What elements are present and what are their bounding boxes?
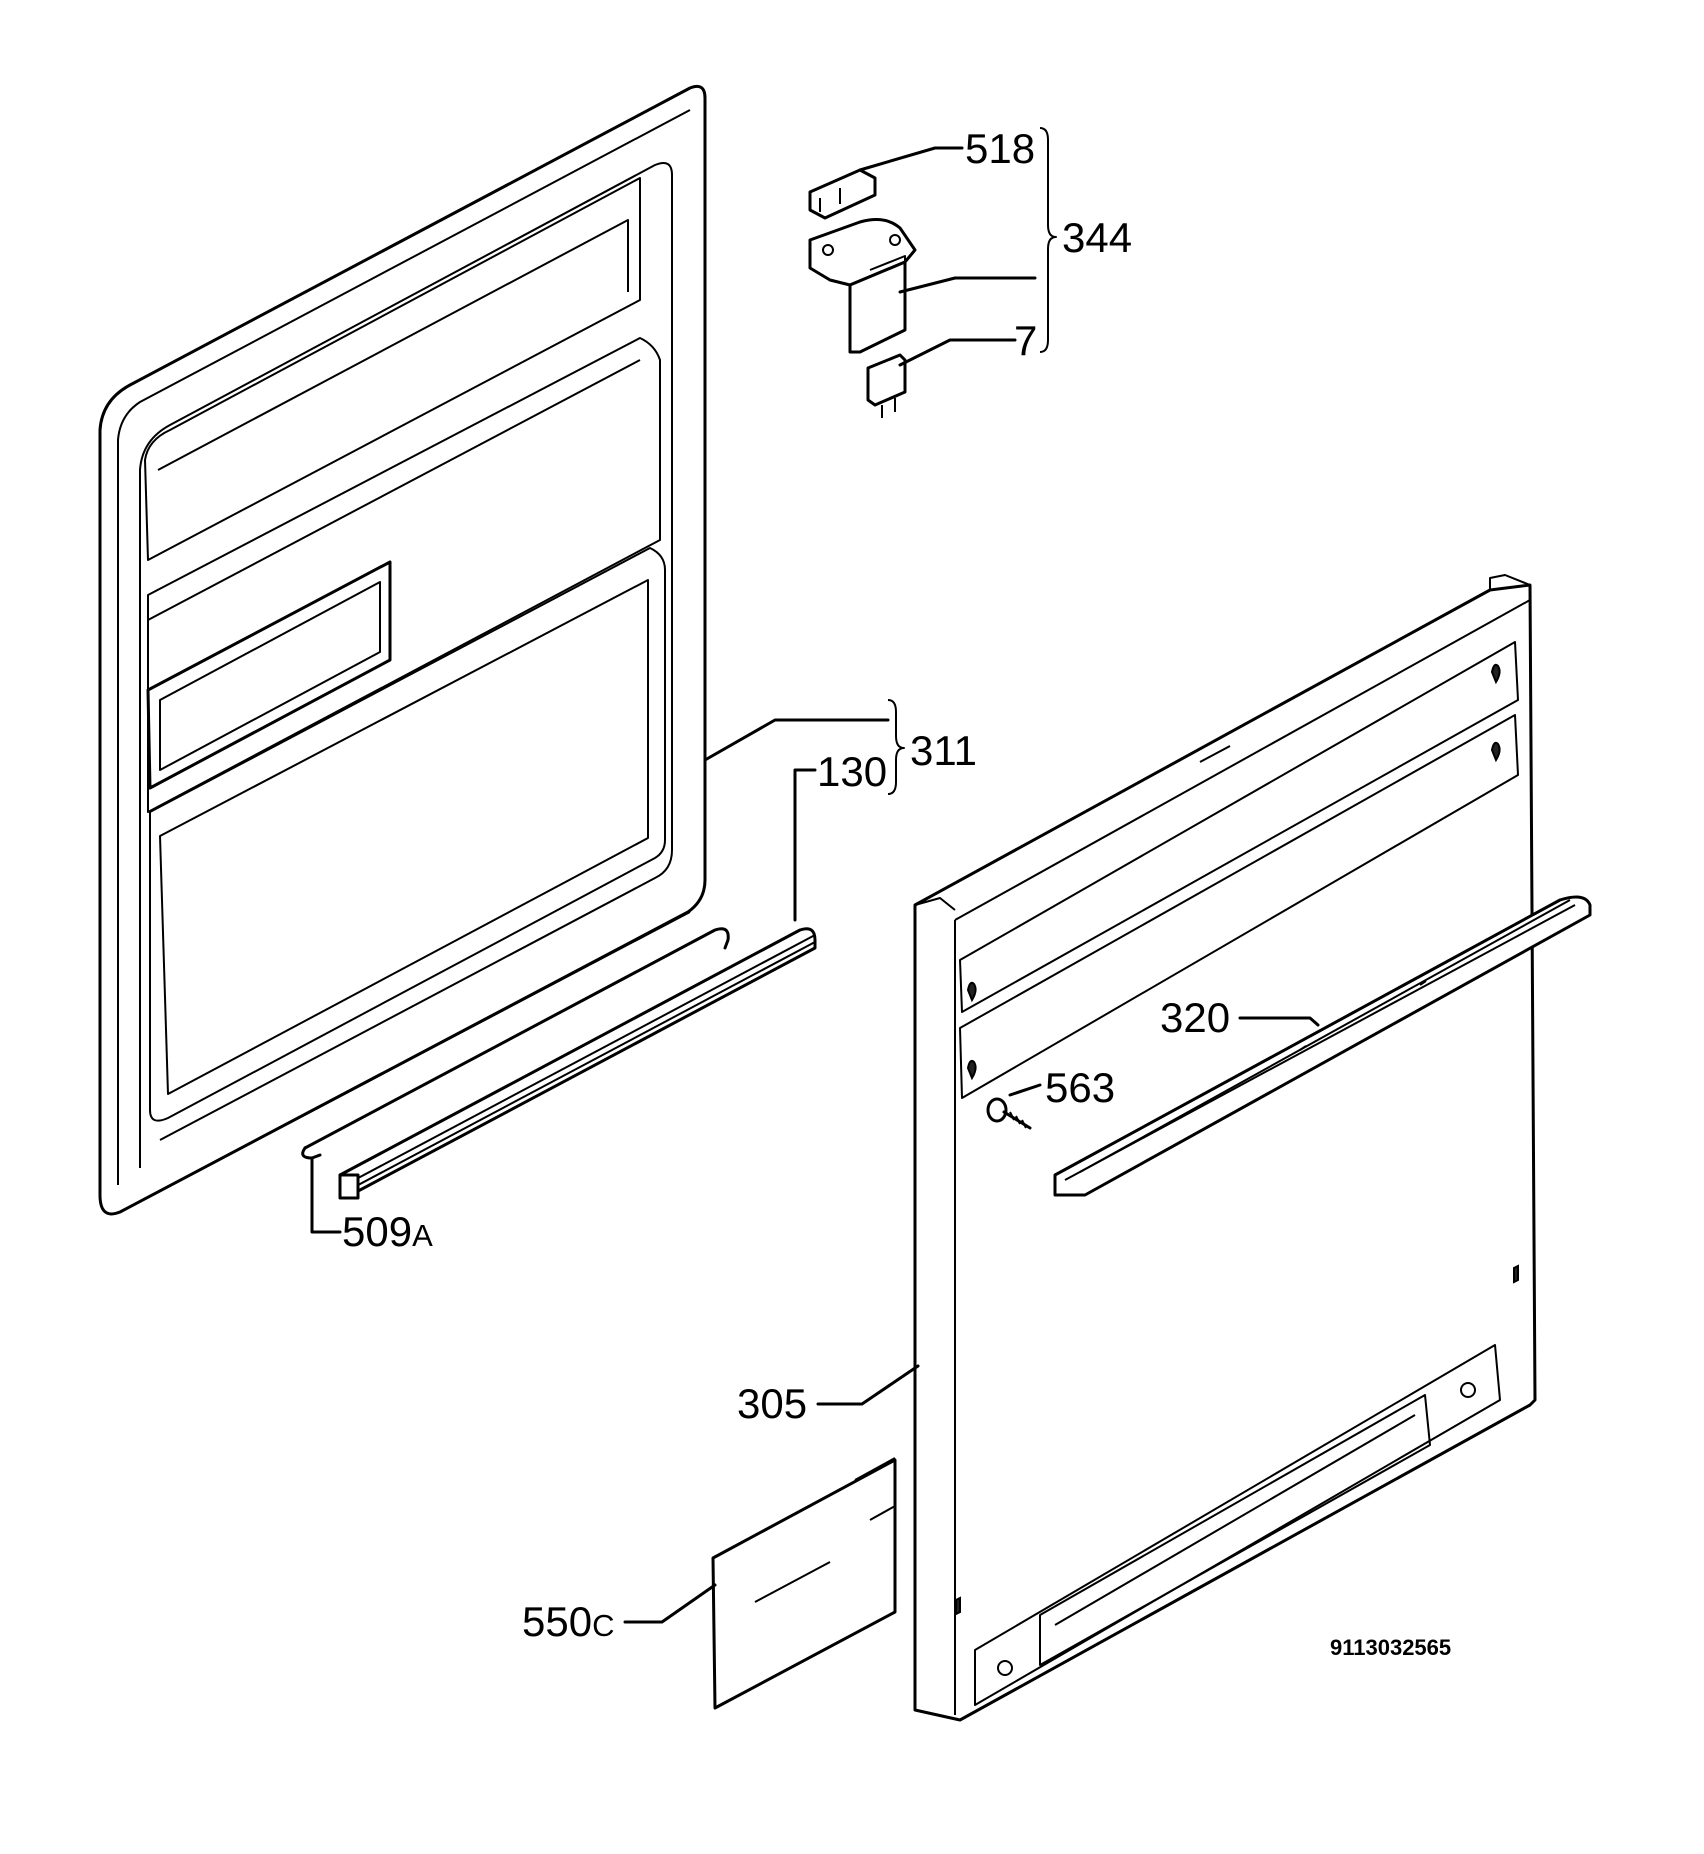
callout-550: 550C <box>522 1598 614 1645</box>
inner-door-panel <box>98 84 707 1216</box>
callout-7: 7 <box>1014 317 1037 364</box>
handle-strip-320 <box>1053 895 1592 1197</box>
drawing-code: 9113032565 <box>1330 1635 1451 1660</box>
screw-563 <box>986 1097 1032 1130</box>
callout-labels: 518 344 7 311 130 320 563 509A 305 550C … <box>342 125 1451 1660</box>
kick-plate-550c <box>711 1457 897 1710</box>
callout-509: 509A <box>342 1208 433 1255</box>
callout-130: 130 <box>817 748 887 795</box>
callout-305: 305 <box>737 1380 807 1427</box>
callout-311: 311 <box>910 727 977 774</box>
callout-320: 320 <box>1160 994 1230 1041</box>
lower-gasket-130 <box>338 927 817 1200</box>
door-lock-assembly <box>808 168 917 418</box>
callout-563: 563 <box>1045 1064 1115 1111</box>
callout-518: 518 <box>965 125 1035 172</box>
outer-door-panel <box>913 574 1537 1722</box>
leader-lines <box>310 127 1320 1624</box>
callout-344: 344 <box>1062 214 1132 261</box>
